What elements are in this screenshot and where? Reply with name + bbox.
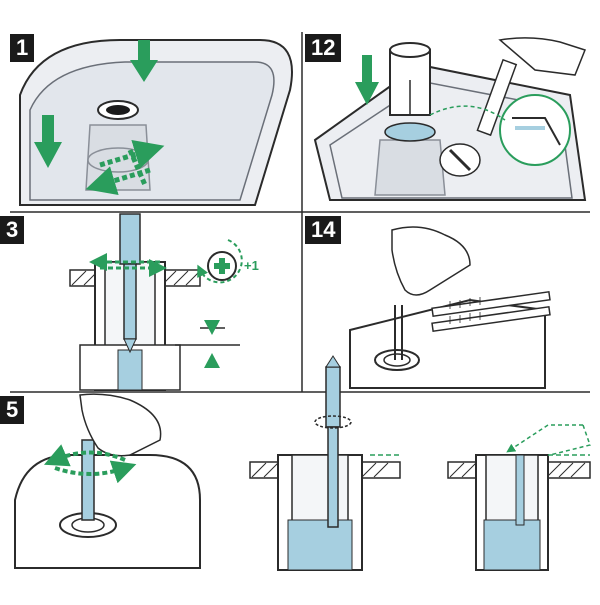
panel-step-3: [69, 213, 243, 391]
rotate-arrow-icon: [43, 444, 137, 484]
panel-step-5-final: [447, 424, 591, 571]
panel-step-14: [349, 226, 551, 389]
hand-icon: [476, 37, 586, 137]
panel-step-12: [313, 37, 587, 201]
height-marker-icon: [175, 320, 240, 368]
step-label-1: 1: [10, 34, 35, 62]
screwdriver-icon: [119, 213, 141, 354]
panel-step-5-section: [249, 355, 401, 571]
down-arrow-icon: [506, 424, 591, 456]
rotate-arrow-icon: [85, 139, 165, 196]
plus-one-annotation: +1: [244, 258, 259, 273]
rotate-arrow-icon: [314, 415, 352, 429]
step-label-3: 3: [0, 216, 25, 244]
down-arrow-icon: [34, 40, 158, 168]
rotate-arrow-icon: [89, 253, 167, 277]
hand-icon: [79, 393, 162, 457]
hand-icon: [391, 226, 471, 296]
step-label-14: 14: [305, 216, 342, 244]
screwdriver-icon: [431, 290, 551, 333]
plus-circle-icon: [197, 239, 243, 284]
screwdriver-icon: [325, 355, 341, 528]
step-label-12: 12: [305, 34, 342, 62]
panel-step-1: [19, 39, 293, 206]
panel-grid: [10, 32, 590, 393]
down-arrow-icon: [355, 55, 379, 105]
panel-step-5-hand: [14, 393, 201, 569]
step-label-5: 5: [0, 396, 25, 424]
